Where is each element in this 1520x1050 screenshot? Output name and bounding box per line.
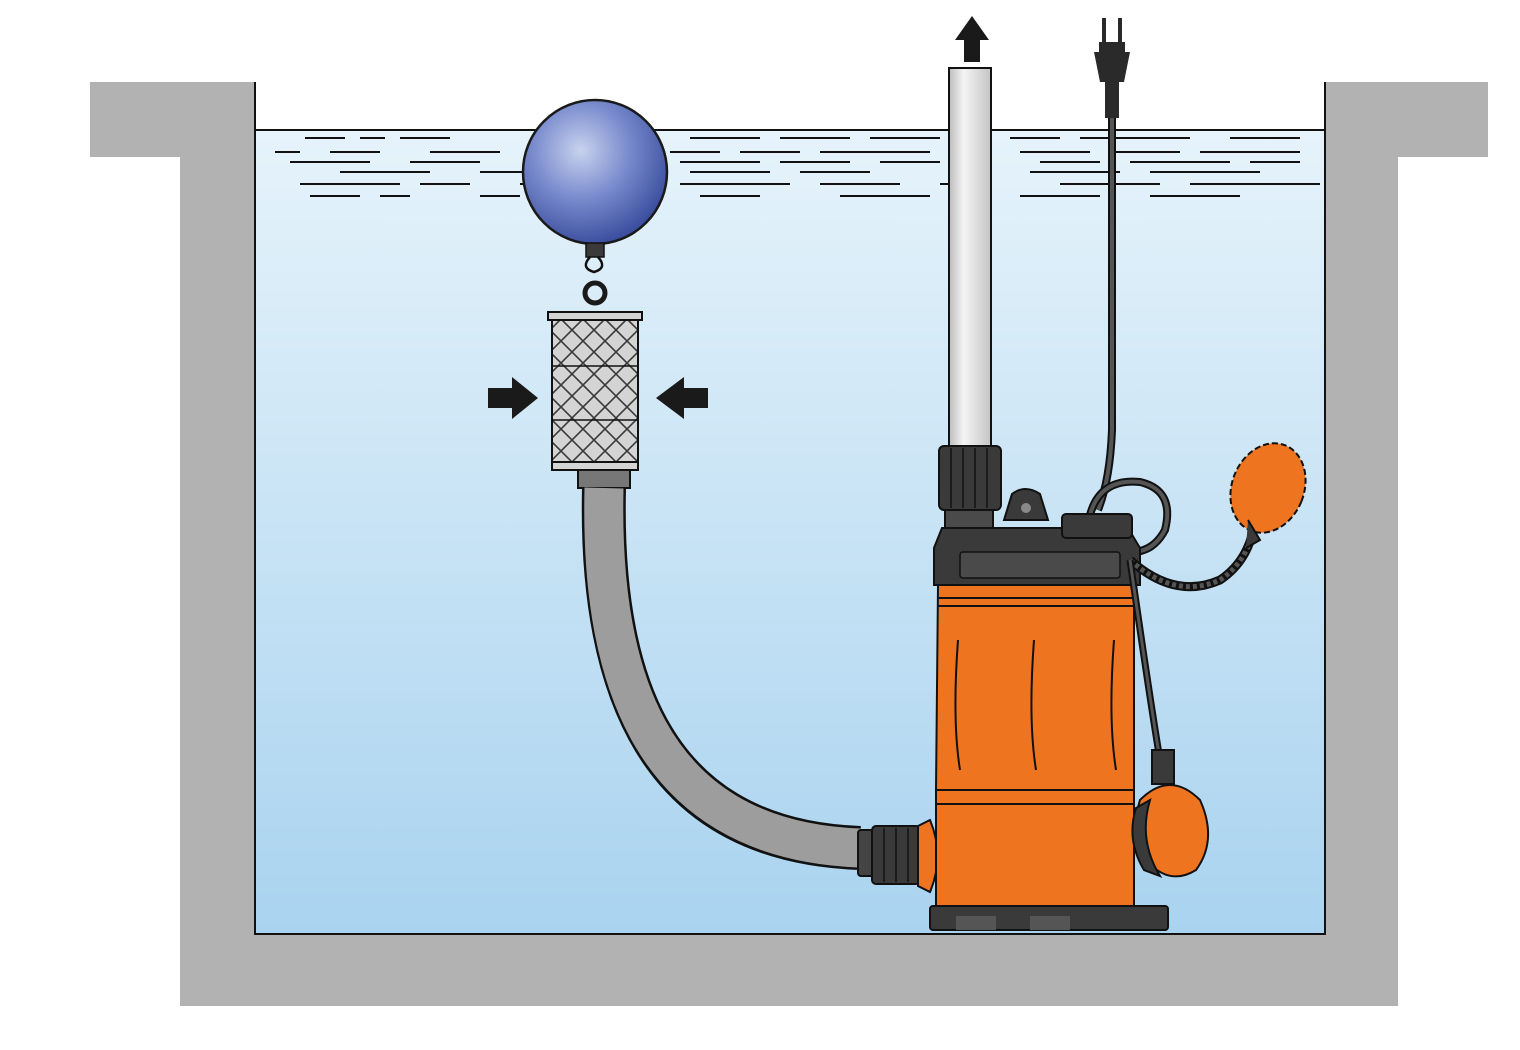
water-surface-ripples: [275, 137, 1320, 197]
discharge-pipe: [948, 67, 992, 453]
concrete-basin: [90, 82, 1488, 1006]
float-switch-raised: [1229, 442, 1307, 549]
strainer-basket: [547, 311, 643, 489]
power-plug-icon: [1094, 18, 1130, 118]
up-arrow-icon: [955, 16, 989, 62]
cable-loop: [1086, 477, 1172, 556]
float-switch-lowered: [1131, 749, 1210, 878]
submersible-pump: [929, 445, 1169, 931]
suction-hose: [581, 487, 861, 870]
right-arrow-icon: [488, 377, 538, 419]
float-ball: [521, 98, 669, 306]
hose-coupling: [857, 818, 939, 894]
left-arrow-icon: [656, 377, 708, 419]
power-cable: [1094, 118, 1116, 512]
